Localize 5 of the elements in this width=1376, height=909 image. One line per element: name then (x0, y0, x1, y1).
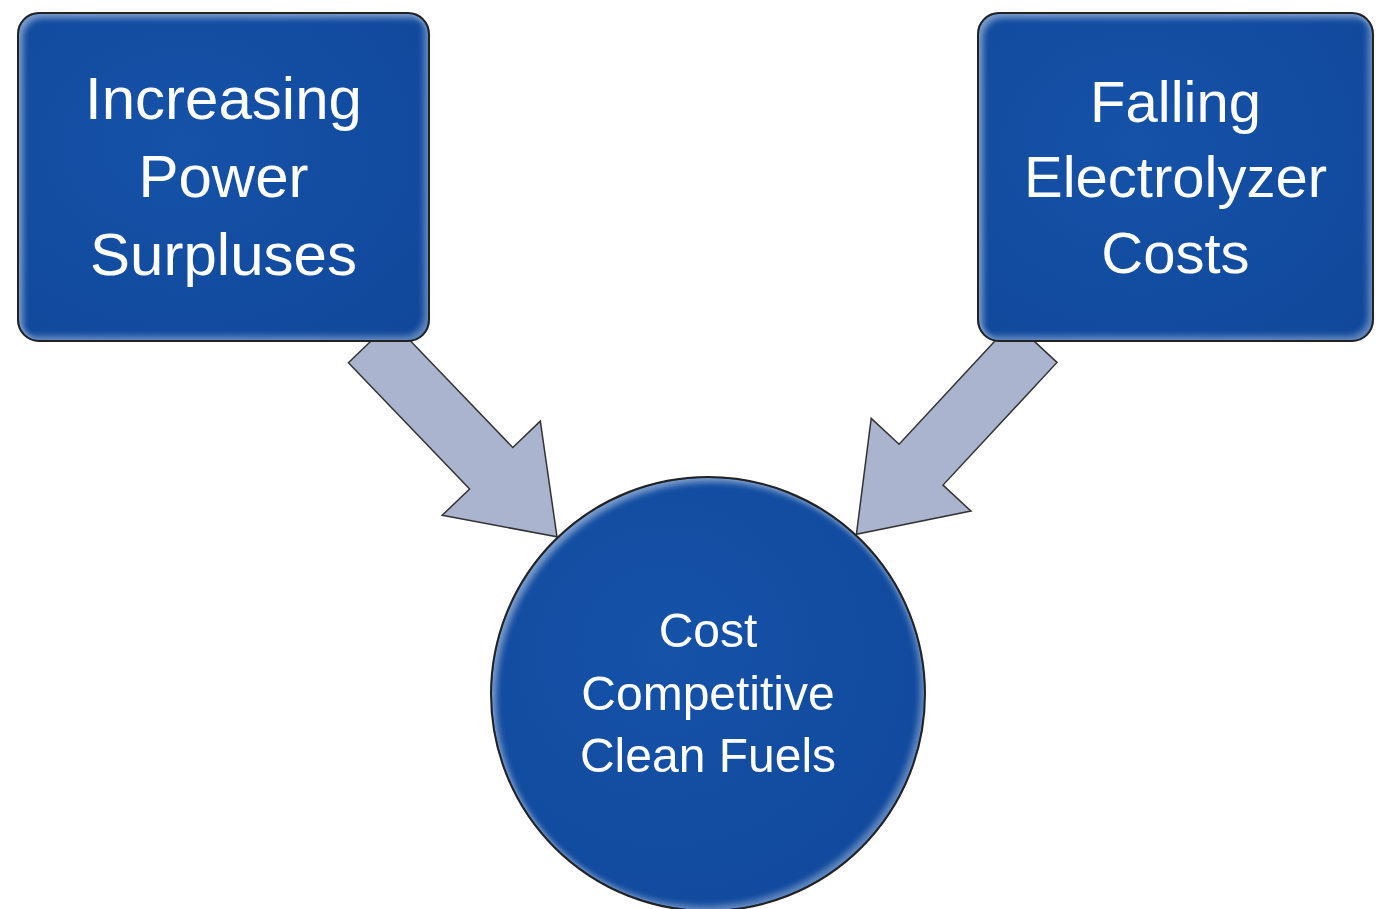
node-label: Falling Electrolyzer Costs (1023, 67, 1328, 287)
node-label: Cost Competitive Clean Fuels (578, 603, 838, 785)
node-label: Increasing Power Surpluses (84, 64, 363, 290)
factor-box (17, 12, 430, 342)
factor-box (977, 12, 1374, 342)
